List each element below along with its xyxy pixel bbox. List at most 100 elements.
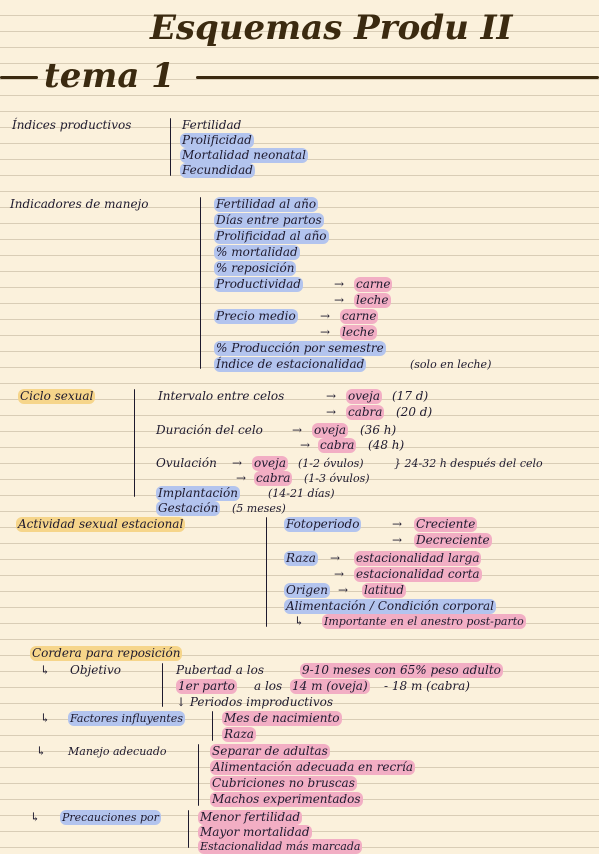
s2-item-dias-partos: Días entre partos <box>214 213 324 228</box>
arrow-icon: → <box>392 517 403 531</box>
s3-ovu-oveja: oveja <box>252 456 288 471</box>
arrow-icon: → <box>326 389 337 403</box>
s2-productividad-carne: carne <box>354 277 393 292</box>
s2-precio: Precio medio <box>214 309 298 324</box>
s2-item-fertilidad-ano: Fertilidad al año <box>214 197 319 212</box>
s3-int-cabra: cabra <box>346 405 385 420</box>
arrow-icon: → <box>232 456 243 470</box>
arrow-icon: → <box>334 293 345 307</box>
s3-heading: Ciclo sexual <box>18 389 96 404</box>
s3-int-oveja-val: (17 d) <box>392 389 429 403</box>
s5-precauciones: Precauciones por <box>60 810 161 825</box>
s5-man-brace <box>198 744 199 806</box>
s3-gestacion: Gestación <box>156 501 221 516</box>
s5-mes: Mes de nacimiento <box>222 711 342 726</box>
s4-corta: estacionalidad corta <box>354 567 482 582</box>
hook-arrow-icon: ↳ <box>294 614 305 628</box>
s5-fac-brace <box>212 711 213 741</box>
arrow-icon: → <box>392 533 403 547</box>
s2-item-prolificidad-ano: Prolificidad al año <box>214 229 329 244</box>
arrow-icon: → <box>334 277 345 291</box>
s2-precio-leche: leche <box>340 325 377 340</box>
s1-heading: Índices productivos <box>12 118 132 132</box>
s4-importante: Importante en el anestro post-parto <box>322 614 526 629</box>
s2-item-reposicion: % reposición <box>214 261 297 276</box>
s2-item-mortalidad: % mortalidad <box>214 245 300 260</box>
title-rule-left <box>0 76 38 79</box>
s1-item-mortalidad: Mortalidad neonatal <box>180 148 308 163</box>
s5-obj-brace <box>162 663 163 707</box>
s3-ovu-cabra-val: (1-3 óvulos) <box>304 472 370 485</box>
s3-ovu-oveja-val: (1-2 óvulos) <box>298 457 364 470</box>
s5-pubertad-b: 9-10 meses con 65% peso adulto <box>300 663 503 678</box>
s2-productividad-leche: leche <box>354 293 391 308</box>
s5-parto-c: 14 m (oveja) <box>290 679 370 694</box>
s5-prec-brace <box>188 810 189 848</box>
s3-brace <box>134 389 135 497</box>
s4-origen: Origen <box>284 583 330 598</box>
s5-manejo-item-4: Machos experimentados <box>210 792 363 807</box>
arrow-icon: → <box>338 583 349 597</box>
s5-prec-item-3: Estacionalidad más marcada <box>198 839 363 854</box>
arrow-icon: → <box>320 309 331 323</box>
s4-latitud: latitud <box>362 583 406 598</box>
s2-productividad: Productividad <box>214 277 303 292</box>
s1-item-fertilidad: Fertilidad <box>182 118 242 132</box>
s3-dur-cabra-val: (48 h) <box>368 438 405 452</box>
s1-item-prolificidad: Prolificidad <box>180 133 254 148</box>
s5-parto-b: a los <box>254 679 283 693</box>
arrow-icon: → <box>330 551 341 565</box>
s3-implantacion-val: (14-21 días) <box>268 487 335 500</box>
arrow-icon: → <box>300 438 311 452</box>
s4-brace <box>266 517 267 627</box>
topic-heading: tema 1 <box>44 56 175 96</box>
s3-implantacion: Implantación <box>156 486 241 501</box>
s2-produccion: % Producción por semestre <box>214 341 386 356</box>
s5-parto-d: - 18 m (cabra) <box>384 679 470 693</box>
hook-arrow-icon: ↳ <box>30 810 41 824</box>
arrow-icon: → <box>326 405 337 419</box>
hook-arrow-icon: ↳ <box>36 744 47 758</box>
s4-larga: estacionalidad larga <box>354 551 482 566</box>
page-title: Esquemas Produ II <box>150 8 513 48</box>
s5-factores: Factores influyentes <box>68 711 185 726</box>
s3-ovu-cabra: cabra <box>254 471 293 486</box>
s4-fotoperiodo: Fotoperiodo <box>284 517 362 532</box>
s2-precio-carne: carne <box>340 309 379 324</box>
s2-heading: Indicadores de manejo <box>10 197 149 211</box>
s1-item-fecundidad: Fecundidad <box>180 163 255 178</box>
s3-dur-cabra: cabra <box>318 438 357 453</box>
s5-heading: Cordera para reposición <box>30 646 183 661</box>
s5-manejo: Manejo adecuado <box>68 745 167 758</box>
s5-periodos: ↓ Periodos improductivos <box>176 695 333 709</box>
s3-intervalo: Intervalo entre celos <box>158 389 285 403</box>
title-rule-right <box>196 76 599 79</box>
s5-manejo-item-2: Alimentación adecuada en recría <box>210 760 415 775</box>
s5-objetivo: Objetivo <box>70 663 122 677</box>
arrow-icon: → <box>320 325 331 339</box>
s3-dur-oveja: oveja <box>312 423 348 438</box>
s3-ovu-note: } 24-32 h después del celo <box>394 457 543 470</box>
s4-decreciente: Decreciente <box>414 533 492 548</box>
s3-int-cabra-val: (20 d) <box>396 405 433 419</box>
s5-parto-a: 1er parto <box>176 679 237 694</box>
s4-alimentacion: Alimentación / Condición corporal <box>284 599 497 614</box>
arrow-icon: → <box>292 423 303 437</box>
s4-heading: Actividad sexual estacional <box>16 517 186 532</box>
s3-dur-oveja-val: (36 h) <box>360 423 397 437</box>
arrow-icon: → <box>334 567 345 581</box>
s5-manejo-item-1: Separar de adultas <box>210 744 330 759</box>
s3-int-oveja: oveja <box>346 389 382 404</box>
arrow-icon: → <box>236 471 247 485</box>
s5-raza: Raza <box>222 727 256 742</box>
s5-prec-item-2: Mayor mortalidad <box>198 825 312 840</box>
s1-brace <box>170 118 171 176</box>
s2-indice-note: (solo en leche) <box>410 358 492 371</box>
s5-pubertad-a: Pubertad a los <box>176 663 264 677</box>
s5-manejo-item-3: Cubriciones no bruscas <box>210 776 357 791</box>
s5-prec-item-1: Menor fertilidad <box>198 810 303 825</box>
hook-arrow-icon: ↳ <box>40 711 51 725</box>
s4-raza: Raza <box>284 551 318 566</box>
s3-ovulacion: Ovulación <box>156 456 217 470</box>
s4-creciente: Creciente <box>414 517 478 532</box>
